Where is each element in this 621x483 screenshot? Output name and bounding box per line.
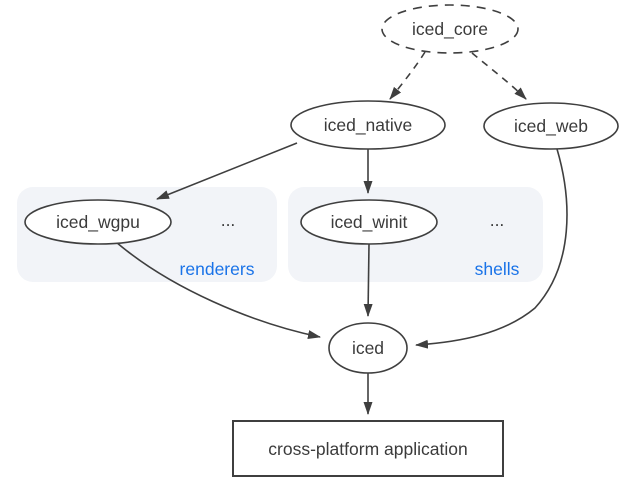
edge-iced-web-to-iced <box>415 148 568 349</box>
edge-iced-native-to-iced-wgpu <box>156 142 298 200</box>
node-iced-core <box>381 4 519 54</box>
edge-iced-winit-to-iced <box>363 243 373 317</box>
node-iced-web <box>483 102 619 150</box>
node-iced-native-label: iced_native <box>324 115 413 136</box>
node-iced-native <box>290 100 446 150</box>
node-iced-wgpu <box>24 199 172 245</box>
node-iced-winit-label: iced_winit <box>331 212 408 233</box>
shells-ellipsis: ... <box>490 210 505 230</box>
node-iced-label: iced <box>352 338 384 358</box>
node-iced-core-label: iced_core <box>412 19 488 40</box>
node-application-label: cross-platform application <box>268 439 467 459</box>
node-iced-winit <box>300 199 438 245</box>
group-shells-label: shells <box>475 259 520 279</box>
edge-iced-core-to-iced-web <box>471 52 527 100</box>
node-iced <box>328 322 408 374</box>
node-iced-web-label: iced_web <box>514 116 588 137</box>
group-renderers-label: renderers <box>180 259 255 279</box>
node-application <box>232 420 504 477</box>
edge-iced-core-to-iced-native <box>389 51 426 100</box>
renderers-ellipsis: ... <box>221 210 236 230</box>
node-iced-wgpu-label: iced_wgpu <box>56 212 140 233</box>
edge-iced-wgpu-to-iced <box>115 241 321 339</box>
